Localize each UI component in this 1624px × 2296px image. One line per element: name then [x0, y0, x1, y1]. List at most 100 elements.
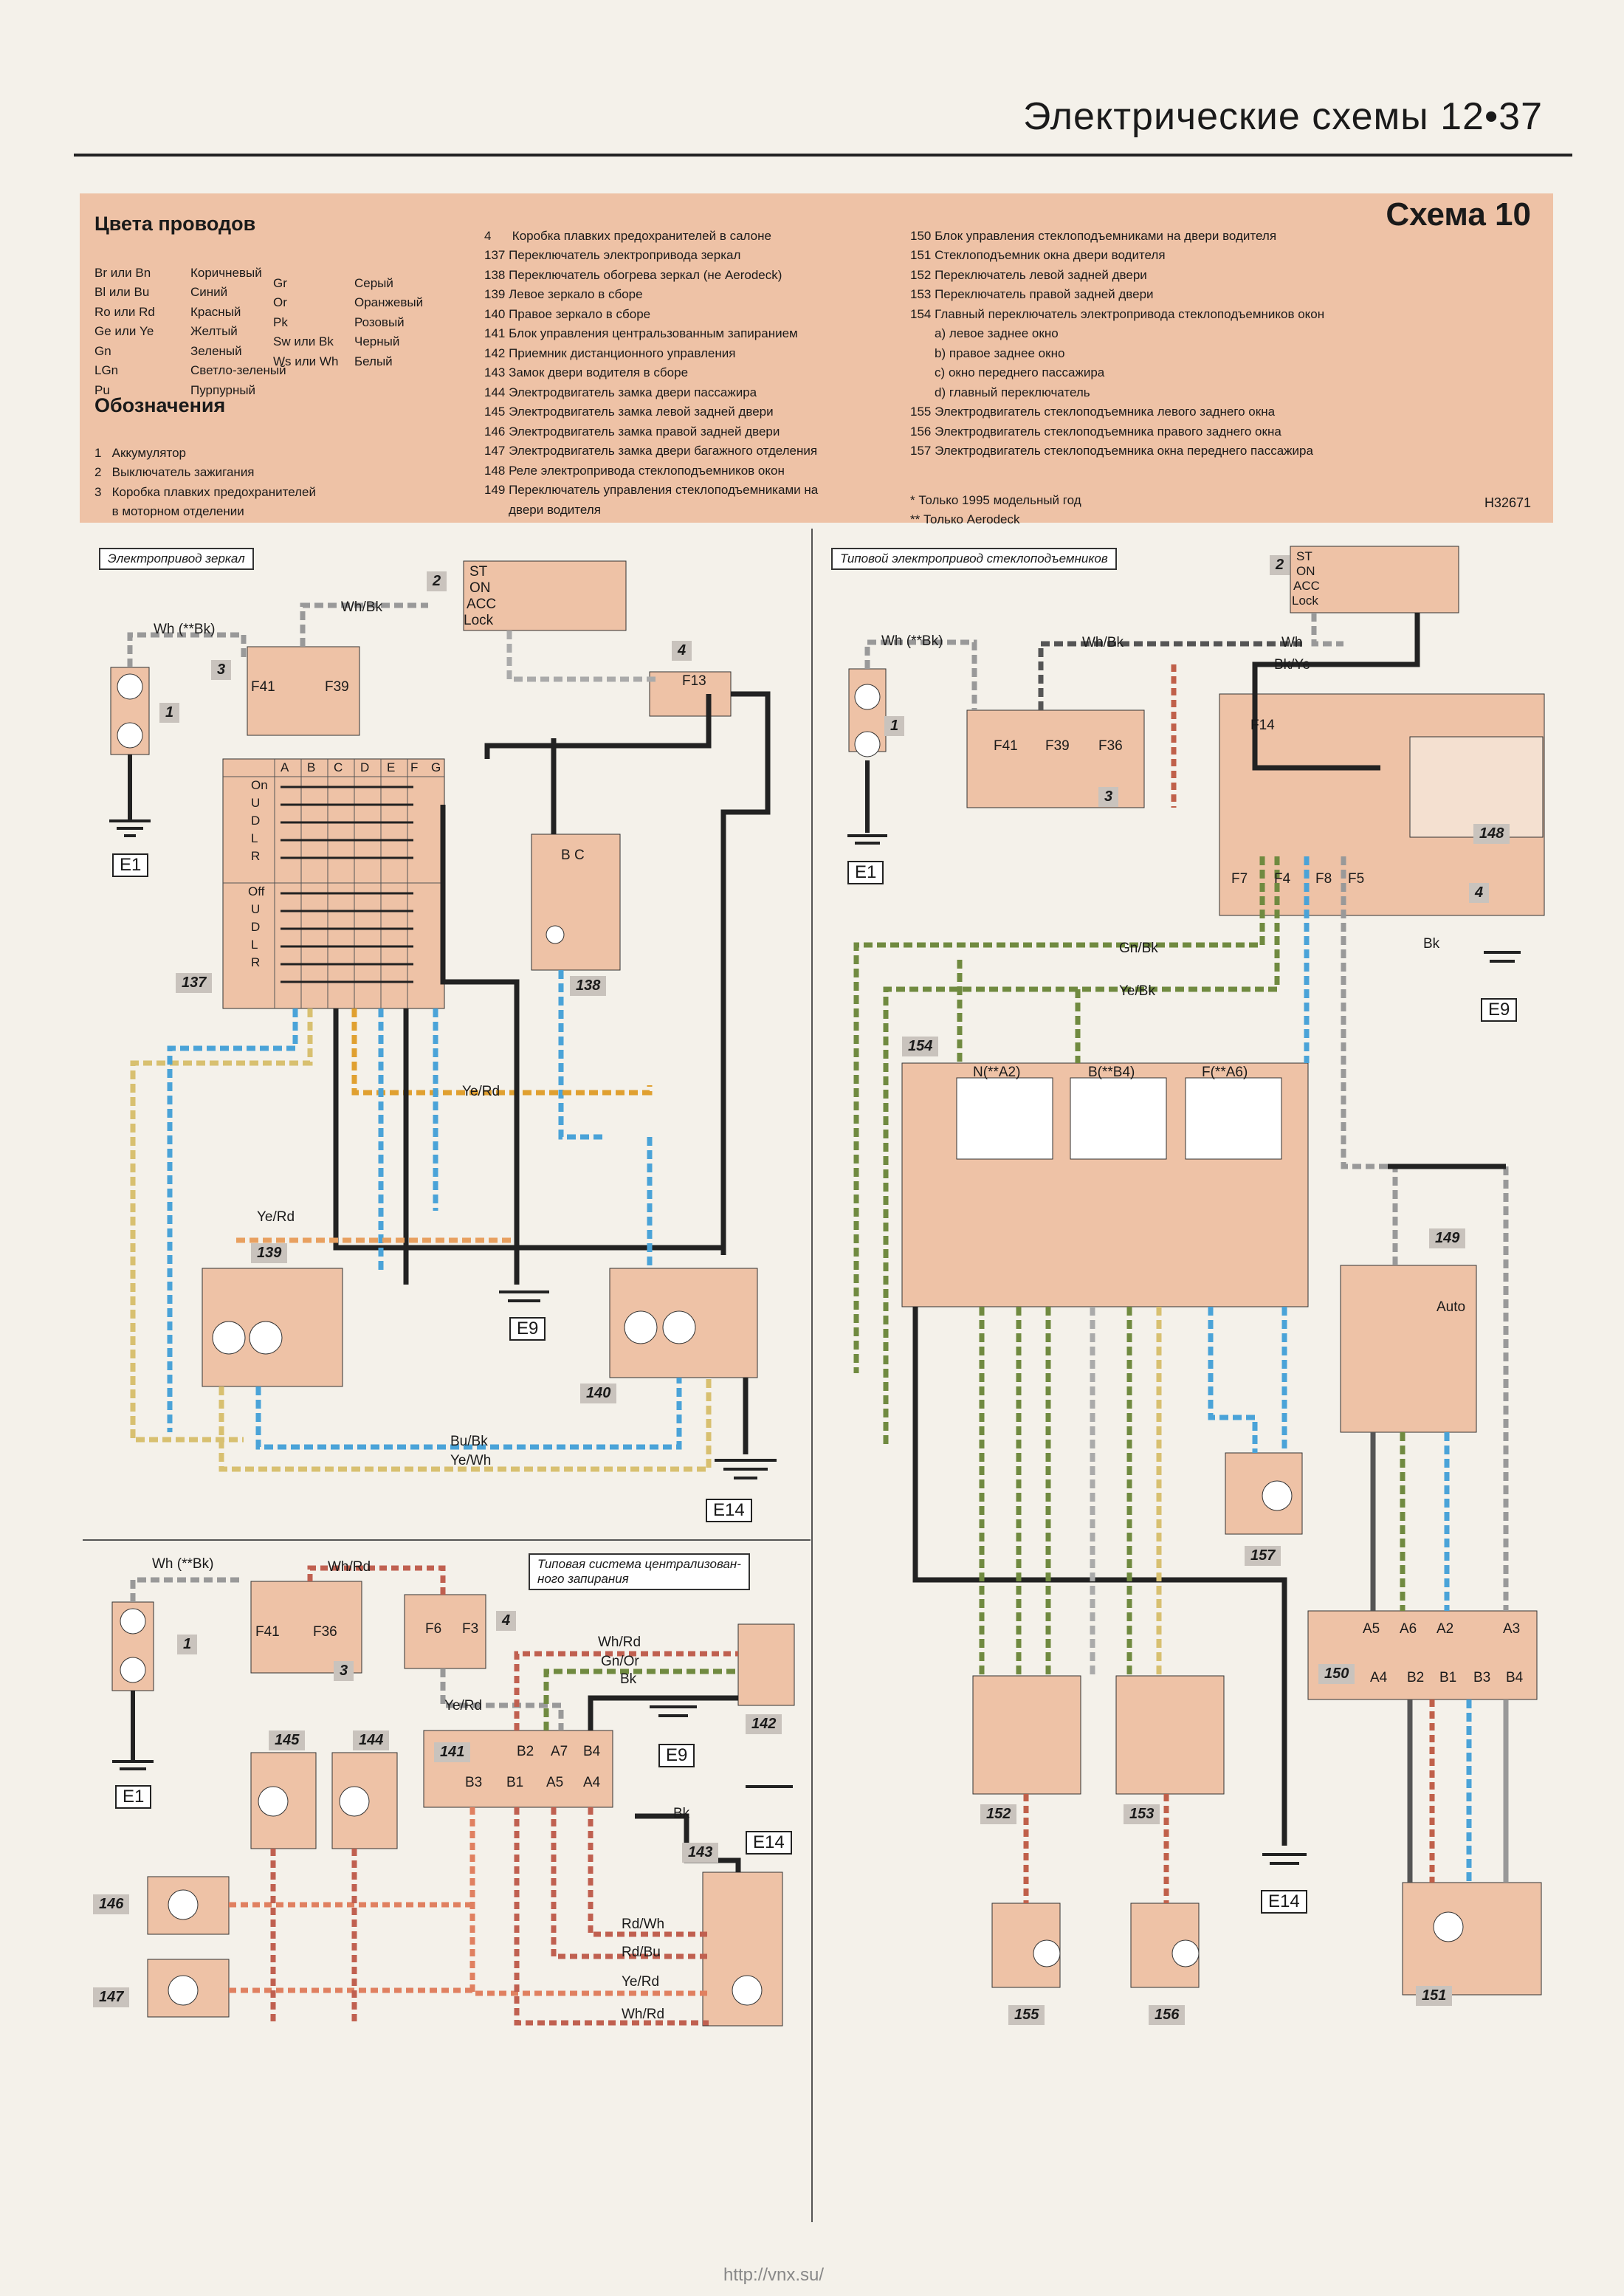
color-code: Ro или Rd: [94, 304, 155, 319]
rear-left-switch-152: [972, 1675, 1081, 1795]
tag-151: 151: [1416, 1986, 1453, 2006]
component-item: 139 Левое зеркало в сборе: [484, 287, 643, 301]
grid-col-f: F: [410, 760, 419, 774]
ground-e14: E14: [706, 1499, 752, 1522]
ground-e9: E9: [509, 1317, 546, 1341]
ignition-switch-2-windows: [1290, 546, 1459, 613]
tag-3-windows: 3: [1098, 787, 1119, 807]
wire-label: Ye/Bk: [1119, 983, 1155, 999]
fuse-label: F41: [255, 1624, 280, 1640]
locking-section-title: Типовая система централизован- ного запи…: [529, 1553, 750, 1590]
color-code: Gr: [273, 275, 287, 290]
symbols-list: 1 Аккумулятор 2 Выключатель зажигания 3 …: [94, 424, 316, 522]
component-item: 148 Реле электропривода стеклоподъемнико…: [484, 463, 785, 478]
grid-col-c: C: [334, 760, 343, 774]
color-name: Пурпурный: [190, 382, 256, 397]
tag-140: 140: [580, 1384, 617, 1403]
color-code: Bl или Bu: [94, 285, 150, 299]
tag-145: 145: [269, 1730, 306, 1750]
colors-codes: Br или Bn Bl или Bu Ro или Rd Ge или Ye …: [94, 244, 155, 400]
wire-label: Bk: [1423, 936, 1440, 952]
fuse-f13: [649, 671, 732, 717]
mirrors-section-title: Электропривод зеркал: [99, 548, 254, 570]
color-name: Коричневый: [190, 265, 262, 280]
wire-label: Bk: [620, 1671, 637, 1687]
component-item: a) левое заднее окно: [910, 326, 1059, 340]
fuse-label: F4: [1274, 871, 1291, 887]
wire-label: Wh/Rd: [598, 1635, 641, 1650]
fuse-box-3-locking: [250, 1581, 362, 1674]
color-code: Or: [273, 295, 287, 309]
switch-head: F(**A6): [1202, 1065, 1248, 1080]
colors-heading: Цвета проводов: [94, 213, 256, 235]
tag-149: 149: [1429, 1228, 1466, 1248]
symbol-item: 1 Аккумулятор: [94, 445, 186, 460]
footnote: * Только 1995 модельный год: [910, 492, 1081, 507]
fuse-label: F39: [325, 679, 349, 695]
grid-row-label: D: [251, 814, 261, 828]
wire-label: Wh (**Bk): [154, 622, 216, 637]
rear-right-switch-153: [1115, 1675, 1225, 1795]
color-name: Светло-зеленый: [190, 363, 286, 377]
ground-e1-windows: E1: [847, 861, 884, 884]
wire-label: Ye/Rd: [257, 1209, 295, 1225]
component-item: 153 Переключатель правой задней двери: [910, 287, 1154, 301]
mirrors-section: [109, 560, 777, 1479]
color-code: Pk: [273, 315, 288, 329]
grid-row-label: D: [251, 920, 261, 934]
grid-row-label: L: [251, 938, 258, 952]
grid-row-label: U: [251, 902, 261, 916]
ignition-label: Lock: [464, 613, 494, 628]
tag-139: 139: [251, 1243, 288, 1263]
fuse-label: F13: [682, 673, 706, 689]
pin-label: B1: [1439, 1670, 1457, 1685]
symbols-heading: Обозначения: [94, 394, 226, 416]
tag-153: 153: [1124, 1804, 1160, 1824]
tag-146: 146: [93, 1894, 130, 1914]
ignition-label: ON: [1296, 564, 1315, 578]
wire-label: Wh/Rd: [622, 2007, 665, 2022]
pin-label: A6: [1400, 1621, 1417, 1637]
windows-section: [847, 546, 1545, 1996]
component-item: двери водителя: [484, 502, 601, 517]
color-code: Br или Bn: [94, 265, 151, 280]
switch-head: N(**A2): [973, 1065, 1021, 1080]
wire-label: Ye/Wh: [450, 1453, 492, 1468]
tag-3: 3: [211, 660, 232, 680]
pin-label: B2: [1407, 1670, 1425, 1685]
footnote: ** Только Aerodeck: [910, 512, 1020, 526]
wire-label: Gn/Or: [601, 1654, 639, 1669]
tag-142: 142: [746, 1714, 782, 1734]
grid-row-label: L: [251, 831, 258, 845]
ignition-label: ST: [1296, 549, 1312, 563]
footer-url: http://vnx.su/: [723, 2265, 825, 2285]
wire-label: Wh/Rd: [328, 1559, 371, 1575]
driver-window-motor-151: [1402, 1882, 1542, 1996]
fuse-label: F36: [1098, 738, 1123, 754]
pin-label: B4: [583, 1744, 601, 1759]
component-item: 143 Замок двери водителя в сборе: [484, 365, 689, 379]
color-code: Sw или Bk: [273, 334, 334, 348]
pin-label: A5: [1363, 1621, 1380, 1637]
pin-label: B4: [1506, 1670, 1524, 1685]
component-item: 140 Правое зеркало в сборе: [484, 306, 651, 321]
ground-e14-locking: E14: [746, 1831, 792, 1855]
component-item: 142 Приемник дистанционного управления: [484, 346, 736, 360]
grid-col-e: E: [387, 760, 396, 774]
color-name: Оранжевый: [354, 295, 424, 309]
component-item: c) окно переднего пассажира: [910, 365, 1105, 379]
symbol-item: в моторном отделении: [94, 504, 244, 518]
fuse-label: F8: [1315, 871, 1332, 887]
ignition-label: ON: [469, 580, 491, 596]
symbol-item: 3 Коробка плавких предохранителей: [94, 484, 316, 499]
tag-154: 154: [902, 1037, 939, 1056]
pin-label: B3: [1473, 1670, 1491, 1685]
component-item: 156 Электродвигатель стеклоподъемника пр…: [910, 424, 1281, 439]
switch-head: B(**B4): [1088, 1065, 1135, 1080]
tag-1: 1: [159, 703, 180, 723]
pin-label: B2: [517, 1744, 534, 1759]
pin-label: A3: [1503, 1621, 1521, 1637]
ground-e1: E1: [112, 853, 149, 877]
grid-col-g: G: [431, 760, 441, 774]
